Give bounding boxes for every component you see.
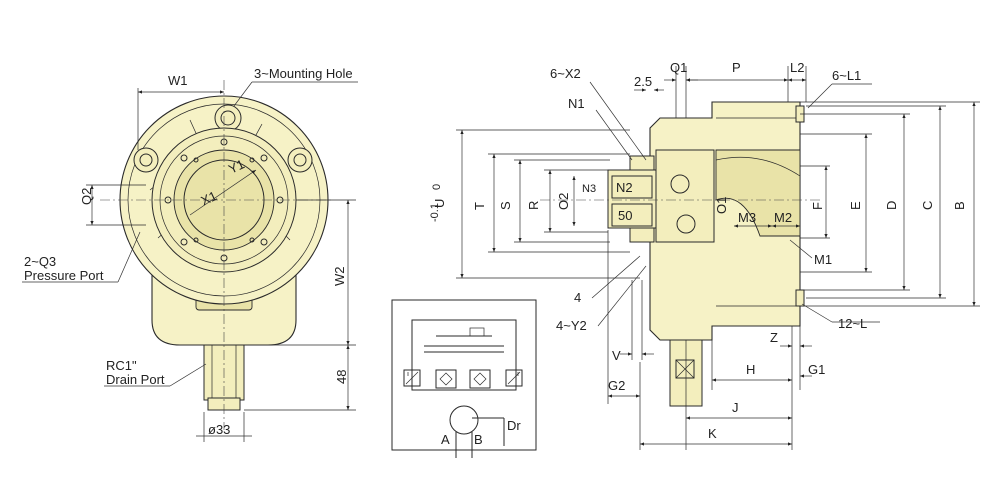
- label-2-5: 2.5: [634, 74, 652, 89]
- circuit-frame: [391, 299, 537, 451]
- label-y2: 4~Y2: [556, 318, 587, 333]
- label-mounting-hole: 3~Mounting Hole: [254, 66, 353, 81]
- label-o1: O1: [714, 197, 729, 214]
- front-view: W1 3~Mounting Hole Q2 X1 Y1 2~Q3 Pressur…: [22, 66, 358, 442]
- label-y1: Y1: [226, 156, 247, 176]
- label-port-b: B: [474, 432, 483, 447]
- label-u-lower: -0.1: [429, 203, 441, 222]
- label-l1: 6~L1: [832, 68, 861, 83]
- pump-symbol: [449, 405, 479, 435]
- label-50: 50: [618, 208, 632, 223]
- label-o2: O2: [556, 193, 571, 210]
- label-m1: M1: [814, 252, 832, 267]
- hydraulic-circuit: A B Dr: [391, 299, 537, 458]
- label-v: V: [612, 348, 621, 363]
- label-r: R: [526, 201, 541, 210]
- label-pressure-port: Pressure Port: [24, 268, 104, 283]
- label-w2: W2: [332, 267, 347, 287]
- label-t: T: [472, 202, 487, 210]
- label-w1: W1: [168, 73, 188, 88]
- side-view: Q1 P L2 2.5 6~X2 N1 6~L1 U 0 -0.1 T S R …: [429, 60, 980, 450]
- label-p: P: [732, 60, 741, 75]
- label-l2: L2: [790, 60, 804, 75]
- label-n3: N3: [582, 183, 596, 195]
- label-e: E: [848, 201, 863, 210]
- label-pressure-port-count: 2~Q3: [24, 254, 56, 269]
- label-g1: G1: [808, 362, 825, 377]
- label-q1: Q1: [670, 60, 687, 75]
- label-drain-port: Drain Port: [106, 372, 165, 387]
- output-flange: [607, 169, 657, 229]
- label-48: 48: [334, 370, 349, 384]
- label-12-l: 12~L: [838, 316, 867, 331]
- label-4: 4: [574, 290, 581, 305]
- label-d: D: [884, 201, 899, 210]
- label-m2: M2: [774, 210, 792, 225]
- label-g2: G2: [608, 378, 625, 393]
- label-c: C: [920, 201, 935, 210]
- label-h: H: [746, 362, 755, 377]
- label-s: S: [498, 201, 513, 210]
- label-z: Z: [770, 330, 778, 345]
- label-n1: N1: [568, 96, 585, 111]
- label-x1: X1: [198, 188, 219, 208]
- label-n2: N2: [616, 180, 633, 195]
- label-port-dr: Dr: [507, 418, 521, 433]
- label-port-a: A: [441, 432, 450, 447]
- label-x2: 6~X2: [550, 66, 581, 81]
- label-b: B: [952, 201, 967, 210]
- label-drain-size: RC1": [106, 358, 137, 373]
- label-u: U: [432, 199, 447, 208]
- label-m3: M3: [738, 210, 756, 225]
- bolt-holes: [164, 138, 284, 262]
- label-q2: Q2: [79, 188, 94, 205]
- label-k: K: [708, 426, 717, 441]
- label-u-upper: 0: [431, 184, 443, 190]
- label-f: F: [810, 202, 825, 210]
- label-dia-33: ø33: [208, 422, 230, 437]
- label-j: J: [732, 400, 739, 415]
